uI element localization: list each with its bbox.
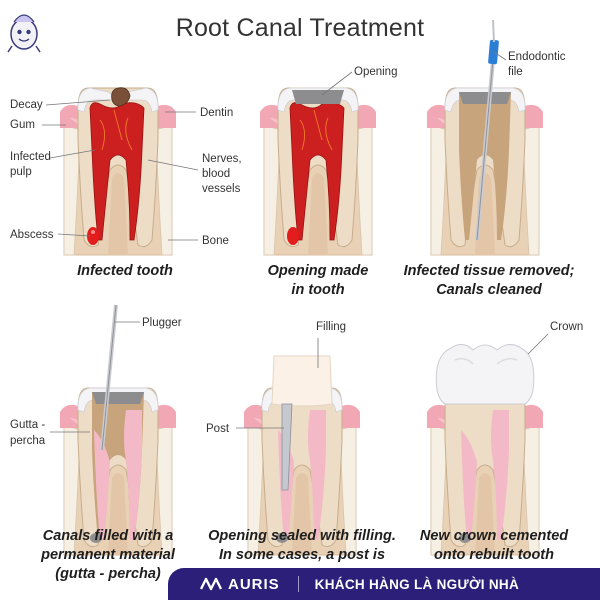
- label-crown: Crown: [550, 321, 583, 333]
- caption-step4-line3: (gutta - percha): [55, 566, 161, 582]
- caption-step5-line1: Opening sealed with filling.: [208, 528, 396, 544]
- label-nerves-2: blood: [202, 168, 230, 180]
- brand-name: AURIS: [228, 575, 280, 593]
- label-post: Post: [206, 423, 230, 435]
- label-endodontic-1: Endodontic: [508, 51, 566, 63]
- caption-step4-line2: permanent material: [40, 547, 176, 563]
- auris-logo-icon: [200, 577, 222, 591]
- auris-banner: AURIS KHÁCH HÀNG LÀ NGƯỜI NHÀ: [168, 568, 600, 600]
- label-infected-pulp-1: Infected: [10, 151, 51, 163]
- mascot-icon: [7, 14, 41, 53]
- banner-slogan: KHÁCH HÀNG LÀ NGƯỜI NHÀ: [314, 576, 520, 592]
- label-dentin: Dentin: [200, 107, 233, 119]
- step3-tooth: [426, 19, 544, 256]
- step1-tooth: [59, 87, 177, 256]
- label-endodontic-2: file: [508, 66, 523, 78]
- label-abscess: Abscess: [10, 229, 54, 241]
- page-title: Root Canal Treatment: [175, 14, 425, 42]
- label-plugger: Plugger: [142, 317, 182, 329]
- caption-step5-line2: In some cases, a post is: [219, 547, 385, 563]
- label-nerves-1: Nerves,: [202, 153, 242, 165]
- caption-step6-line1: New crown cemented: [420, 528, 569, 544]
- caption-step3-line1: Infected tissue removed;: [404, 263, 575, 279]
- label-infected-pulp-2: pulp: [10, 166, 32, 178]
- caption-step2-line2: in tooth: [291, 282, 344, 298]
- label-gutta-1: Gutta -: [10, 419, 45, 431]
- label-bone: Bone: [202, 235, 229, 247]
- step5-tooth: [243, 355, 361, 556]
- caption-step4-line1: Canals filled with a: [43, 528, 174, 544]
- step4-tooth: [59, 304, 177, 556]
- leader-lines: [42, 51, 549, 433]
- label-decay: Decay: [10, 99, 43, 111]
- label-gutta-2: percha: [10, 435, 46, 447]
- label-filling: Filling: [316, 321, 346, 333]
- banner-divider: [297, 576, 299, 592]
- auris-brand: AURIS: [200, 576, 280, 593]
- label-opening: Opening: [354, 66, 397, 78]
- caption-step2-line1: Opening made: [268, 263, 369, 279]
- label-gum: Gum: [10, 119, 35, 131]
- step6-tooth: [426, 344, 544, 556]
- caption-step6-line2: onto rebuilt tooth: [434, 547, 554, 563]
- label-nerves-3: vessels: [202, 183, 241, 195]
- caption-step3-line2: Canals cleaned: [436, 282, 543, 298]
- step2-tooth: [259, 87, 377, 256]
- caption-step1-line1: Infected tooth: [77, 263, 173, 279]
